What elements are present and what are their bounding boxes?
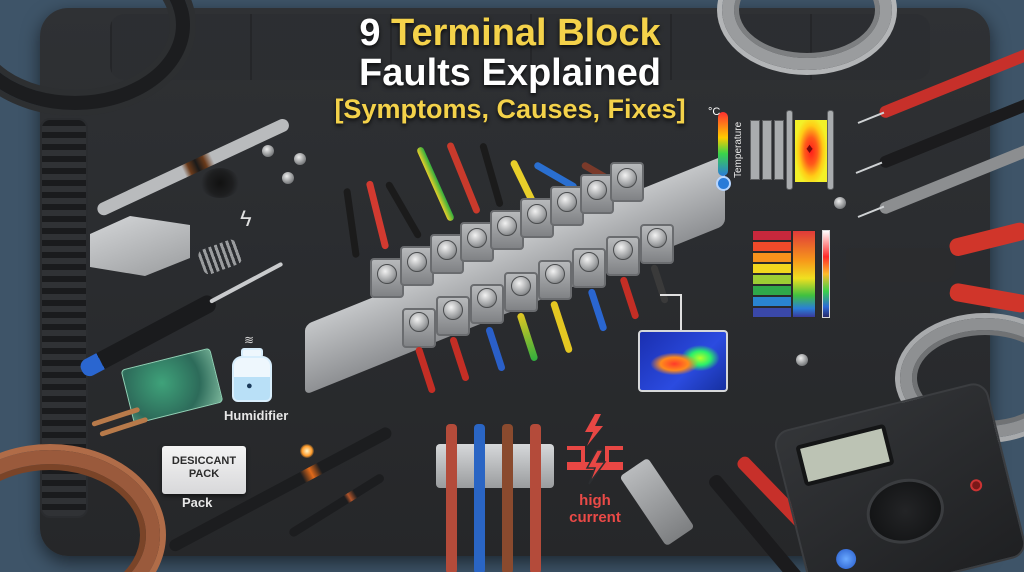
spectrum-band — [752, 241, 792, 252]
loose-screw — [262, 145, 274, 157]
crack-lines-icon: ϟ — [240, 206, 252, 231]
thermal-gradient-bar — [792, 230, 816, 318]
title-number: 9 — [359, 12, 381, 54]
loose-screw — [834, 197, 846, 209]
desiccant-pack: DESICCANT PACK — [162, 446, 246, 494]
terminal-screw — [467, 228, 487, 248]
headline: 9 Terminal Block Faults Explained [Sympt… — [330, 12, 690, 125]
terminal-screw — [377, 264, 397, 284]
high-current-line1: high — [579, 492, 611, 509]
multimeter-input-jack — [968, 478, 984, 493]
hotspot-heatmap — [795, 120, 827, 182]
terminal-screw — [647, 228, 667, 248]
thermometer-icon — [718, 112, 728, 176]
wire — [449, 336, 470, 382]
temperature-label: Temperature — [733, 121, 744, 178]
color-spectrum-bars — [752, 230, 792, 318]
callout-leader-line — [660, 294, 682, 332]
scorch-mark — [200, 168, 240, 198]
terminal-screw — [443, 300, 463, 320]
wire — [343, 187, 360, 259]
terminal-screw — [527, 204, 547, 224]
terminal-screw — [511, 276, 531, 296]
loose-screw — [796, 354, 808, 366]
title-highlight: Terminal Block — [391, 12, 661, 54]
multimeter-display — [795, 423, 895, 487]
thermal-image-inset — [638, 330, 728, 392]
connector-wire — [446, 424, 457, 572]
terminal-screw — [437, 240, 457, 260]
wire — [516, 312, 539, 362]
desiccant-caption: Pack — [182, 495, 213, 510]
spark-icon — [300, 444, 314, 458]
spectrum-band — [752, 296, 792, 307]
terminal-screw — [545, 264, 565, 284]
wire — [479, 142, 504, 208]
desiccant-text-line1: DESICCANT — [171, 455, 237, 467]
title-line-2: Faults Explained — [359, 51, 661, 94]
heat-post — [827, 110, 834, 190]
spectrum-band — [752, 307, 792, 318]
thermal-scale-bar — [822, 230, 830, 318]
connector-wire — [474, 424, 485, 572]
heat-sink-fin — [774, 120, 784, 180]
terminal-screw — [617, 168, 637, 188]
high-current-label: high current — [562, 492, 628, 526]
spectrum-band — [752, 274, 792, 285]
steam-icon: ≋ — [244, 333, 256, 347]
thermometer-bulb — [716, 176, 731, 191]
terminal-screw — [613, 240, 633, 260]
spectrum-band — [752, 252, 792, 263]
title-subtitle: [Symptoms, Causes, Fixes] — [334, 94, 686, 125]
title-line-1: 9 Terminal Block — [330, 12, 690, 54]
connector-wire — [530, 424, 541, 572]
wire — [485, 326, 506, 372]
wire — [619, 275, 640, 321]
high-current-icon — [567, 414, 623, 485]
terminal-screw — [407, 252, 427, 272]
wire — [416, 146, 455, 222]
wire — [414, 346, 437, 394]
terminal-screw — [579, 252, 599, 272]
high-current-line2: current — [569, 509, 621, 526]
wire — [446, 141, 481, 215]
terminal-screw — [409, 312, 429, 332]
loose-screw — [294, 153, 306, 165]
terminal-screw — [497, 216, 517, 236]
spectrum-band — [752, 263, 792, 274]
wire — [587, 287, 608, 333]
terminal-screw — [587, 180, 607, 200]
connector-wire — [502, 424, 513, 572]
wire — [549, 300, 574, 354]
flame-drop-icon: ♦ — [806, 140, 814, 156]
heat-sink-fin — [762, 120, 772, 180]
heat-sink-fin — [750, 120, 760, 180]
crimping-pliers — [846, 248, 956, 282]
humidifier-icon — [232, 356, 272, 402]
terminal-screw — [557, 192, 577, 212]
terminal-block-assembly — [330, 140, 730, 400]
celsius-label: °C — [708, 106, 721, 118]
terminal-screw — [477, 288, 497, 308]
wire — [365, 180, 390, 250]
multimeter-blue-button — [833, 546, 859, 572]
heat-post — [786, 110, 793, 190]
spectrum-band — [752, 230, 792, 241]
multimeter-selector-dial — [859, 470, 951, 552]
wire — [384, 180, 423, 240]
spectrum-band — [752, 285, 792, 296]
desiccant-text-line2: PACK — [188, 468, 220, 480]
loose-screw — [282, 172, 294, 184]
humidifier-label: Humidifier — [224, 408, 289, 423]
water-drop-icon: ● — [246, 380, 253, 392]
